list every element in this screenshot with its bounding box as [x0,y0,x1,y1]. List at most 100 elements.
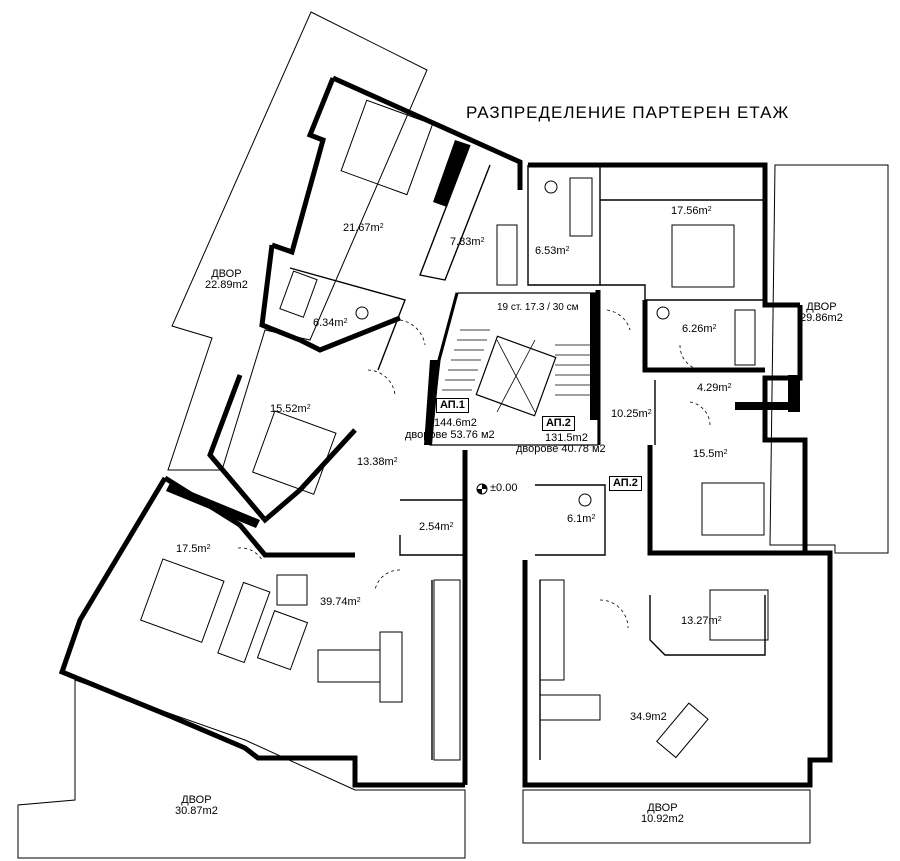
yard-bottom-left-outline [17,679,466,859]
bedroom-beds [140,99,769,643]
yard-right-outline [769,164,889,554]
room-area-7-83: 7.83m2 [450,237,484,248]
wall-a1-bath [289,267,406,371]
room-area-value: 2.54m [419,521,450,533]
bathtub-wc [569,177,593,237]
room-area-value: 17.56m [671,205,708,217]
door-swing-3 [237,547,263,561]
room-area-unit: 2 [723,449,728,456]
room-area-34-9: 34.9m2 [630,711,667,723]
room-area-value: 17.5m [176,543,207,555]
toilet-left [355,306,369,320]
room-area-unit: 2 [591,514,596,521]
wall-a2-top [528,162,800,308]
room-area-value: 39.74m [320,596,357,608]
room-area-13-27: 13.27m2 [681,616,722,627]
yard-label: ДВОР [211,268,242,280]
wall-bath-top-left [419,144,491,281]
hatched-walls [166,140,800,528]
room-area-unit: 2 [306,404,311,411]
room-area-unit: 2 [712,324,717,331]
apartment-1-area: 144.6m2 [434,417,477,429]
room-area-6-34: 6.34m2 [313,318,347,329]
toilet-wc [578,493,592,507]
wardrobe-hatch-4 [788,375,800,412]
level-marker [476,483,488,495]
room-area-6-53: 6.53m2 [535,246,569,257]
kitchen-counter-left [433,579,461,761]
apartment-2-area: 131.5m2 [545,432,588,444]
plan-title: РАЗПРЕДЕЛЕНИЕ ПАРТЕРЕН ЕТАЖ [466,103,790,122]
wall-a2-hall [600,284,765,301]
room-area-unit: 2 [343,318,348,325]
dining-island-left [379,631,403,703]
bathtub-right [734,309,756,366]
room-area-15-52: 15.52m2 [270,404,311,415]
wardrobe-hatch-1 [433,140,470,207]
room-area-value: 6.1m [567,513,592,525]
room-area-value: 13.38m [357,456,394,468]
bed-a2-1 [671,224,735,288]
level-label: ±0.00 [490,482,518,494]
dining-table-right [539,694,601,721]
wall-a2-bed-lower [649,595,766,656]
room-area-unit: 2 [727,383,732,390]
room-area-unit: 2 [480,237,485,244]
room-area-4-29: 4.29m2 [697,383,731,394]
apartment-1-tag: АП.1 [436,398,469,413]
door-swing-7 [679,344,701,371]
yard-bottom-right-outline [522,789,811,844]
level-marker-fill [477,484,487,494]
door-swing-2 [367,369,396,396]
wall-a1-bathroom [259,244,401,353]
wall-a2-east [522,305,833,788]
room-area-unit: 2 [206,544,211,551]
bed-a1-2 [252,410,337,495]
bathtub-top [496,224,518,286]
wall-a1-west [271,77,336,256]
door-swing-1 [399,319,426,346]
room-area-39-74: 39.74m2 [320,597,361,608]
furniture [217,177,756,761]
toilet-top [544,180,558,194]
stair-treads [442,329,595,396]
toilet-right [656,306,670,320]
coffee-table-left [256,610,309,671]
door-swing-6 [599,599,629,629]
wall-a2-bedroom [647,445,805,556]
sofa-left [217,581,271,664]
room-area-value: 6.34m [313,317,344,329]
room-area-2-54: 2.54m2 [419,522,453,533]
bed-a2-3 [709,589,769,641]
bed-a1-3 [140,558,225,643]
wall-wc-left-b [399,535,465,556]
room-area-unit: 2 [449,522,454,529]
yard-area: 22.89m2 [205,279,248,291]
stairs-label: 19 ст. 17.3 / 30 см [497,302,579,313]
yard-area: 30.87m2 [175,805,218,817]
yard-area: 29.86m2 [800,312,843,324]
room-area-unit: 2 [356,597,361,604]
wardrobe-hatch-3 [735,402,800,410]
apartment-1-yards: дворове 53.76 м2 [405,429,495,441]
room-area-17-5: 17.5m2 [176,544,210,555]
room-area-unit: 2 [707,206,712,213]
room-area-value: 21.67m [343,222,380,234]
wardrobe-hatch-5 [590,293,598,420]
dining-table-left [317,649,381,683]
room-area-15-5: 15.5m2 [693,449,727,460]
room-area-unit: 2 [379,223,384,230]
exterior-walls [58,75,833,788]
apartment-2-tag-lower: АП.2 [609,476,642,491]
yard-label: ДВОР [181,794,212,806]
room-area-13-38: 13.38m2 [357,457,398,468]
wardrobe-hatch-2 [166,483,260,528]
room-area-value: 6.53m [535,245,566,257]
room-area-value: 15.5m [693,448,724,460]
